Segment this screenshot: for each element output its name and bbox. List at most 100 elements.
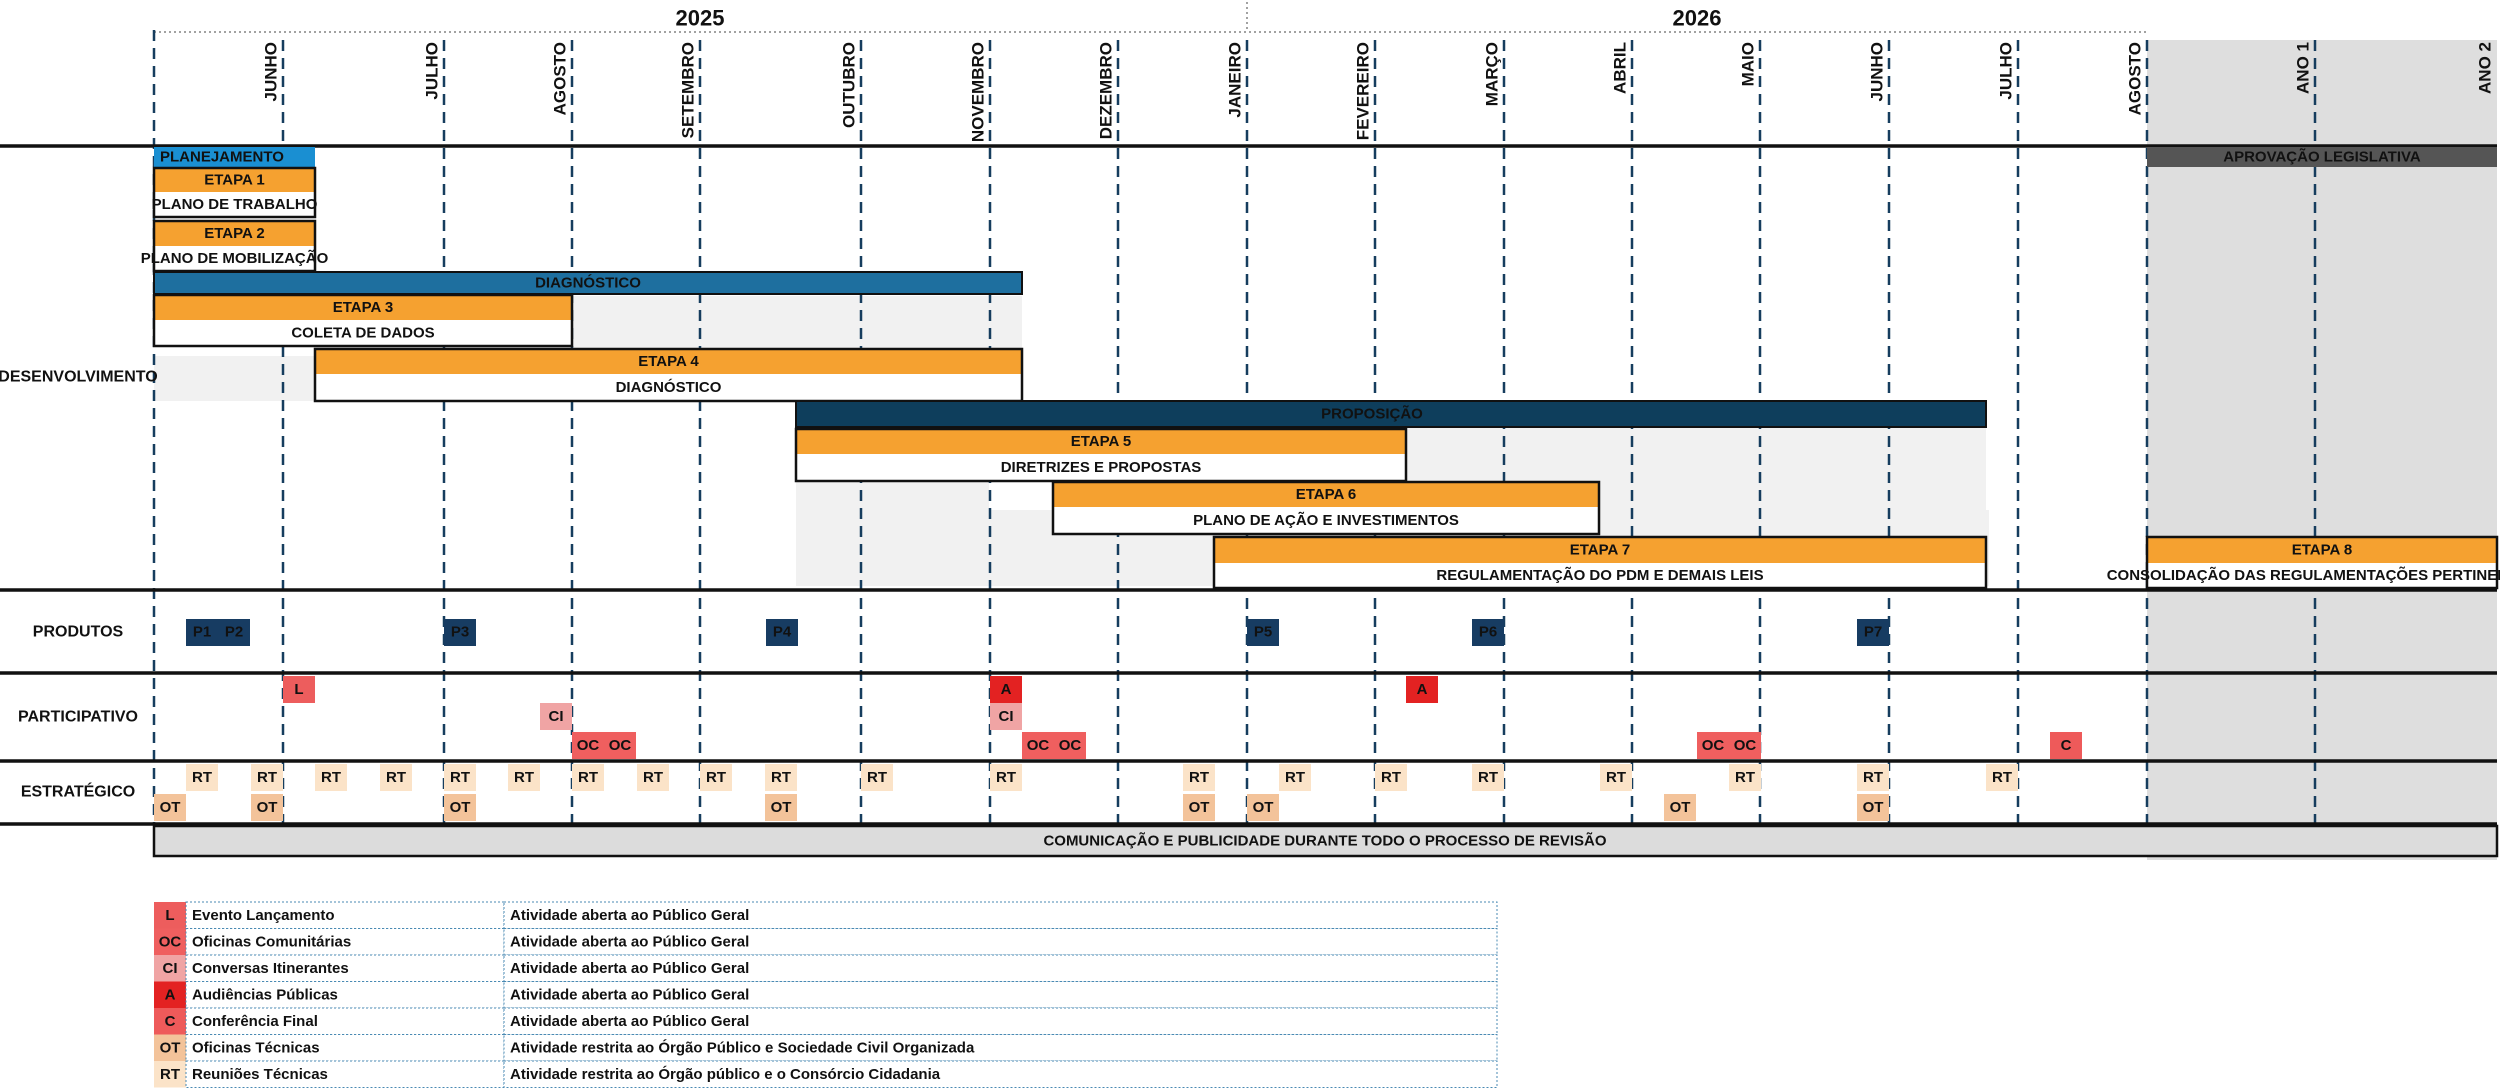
marker-label-rt: RT	[1285, 769, 1305, 786]
marker-a	[990, 676, 1022, 703]
etapa8-bar	[2145, 535, 2499, 590]
legend-name: Oficinas Técnicas	[192, 1039, 320, 1056]
stage-header	[315, 349, 1022, 374]
marker-label-rt: RT	[1735, 769, 1755, 786]
stage-body	[1053, 507, 1599, 534]
marker-l	[283, 676, 315, 703]
stage-border	[1051, 480, 1601, 536]
marker-ot	[444, 794, 476, 821]
marker-label-rt: RT	[514, 769, 534, 786]
marker-rt	[1986, 764, 2018, 791]
stage-title: ETAPA 2	[204, 225, 265, 242]
legend-swatch-l	[154, 902, 186, 929]
legend-description: Atividade aberta ao Público Geral	[510, 986, 749, 1003]
legend-name-cell	[185, 954, 505, 982]
stage-body	[154, 320, 572, 346]
marker-rt	[315, 764, 347, 791]
product-label: P3	[451, 624, 469, 641]
etapa3-bar	[152, 293, 574, 348]
marker-oc	[1054, 732, 1086, 759]
etapa2-bar	[152, 219, 317, 273]
marker-oc	[1022, 732, 1054, 759]
legend-desc-cell	[503, 928, 1498, 956]
marker-label-ot: OT	[160, 799, 181, 816]
marker-label-ot: OT	[1863, 799, 1884, 816]
marker-label-rt: RT	[1992, 769, 2012, 786]
stage-body	[154, 192, 315, 217]
marker-rt	[380, 764, 412, 791]
month-label: JUNHO	[262, 42, 281, 102]
planejamento-label: PLANEJAMENTO	[160, 149, 284, 166]
marker-label-rt: RT	[706, 769, 726, 786]
marker-label-rt: RT	[643, 769, 663, 786]
legend-desc-cell	[503, 981, 1498, 1009]
etapa7-bar	[1212, 535, 1988, 590]
stage-subtitle: DIRETRIZES E PROPOSTAS	[1001, 459, 1202, 476]
marker-label-rt: RT	[1606, 769, 1626, 786]
legend-desc-cell	[503, 901, 1498, 929]
stage-border	[152, 293, 574, 348]
legend-swatch-ot	[154, 1034, 186, 1061]
marker-ci	[540, 703, 572, 730]
legend-code: A	[165, 986, 176, 1003]
marker-label-rt: RT	[192, 769, 212, 786]
diagnostico-label: DIAGNÓSTICO	[535, 274, 641, 292]
marker-rt	[861, 764, 893, 791]
marker-ot	[251, 794, 283, 821]
marker-c	[2050, 732, 2082, 759]
stage-body	[2147, 563, 2497, 588]
stage-border	[152, 166, 317, 219]
legend-description: Atividade restrita ao Órgão público e o …	[510, 1065, 941, 1083]
legend-description: Atividade aberta ao Público Geral	[510, 960, 749, 977]
legend-name: Conferência Final	[192, 1013, 318, 1030]
legend-name: Reuniões Técnicas	[192, 1066, 328, 1083]
marker-ci	[990, 703, 1022, 730]
marker-ot	[1247, 794, 1279, 821]
marker-label-a: A	[1001, 681, 1012, 698]
legend-name: Evento Lançamento	[192, 907, 335, 924]
marker-label-rt: RT	[257, 769, 277, 786]
marker-label-oc: OC	[1059, 737, 1082, 754]
marker-label-ci: CI	[999, 708, 1014, 725]
year-after-label: ANO 1	[2294, 42, 2313, 94]
marker-label-rt: RT	[321, 769, 341, 786]
marker-rt	[637, 764, 669, 791]
stage-body	[796, 454, 1406, 481]
approval-period-area	[2147, 40, 2497, 860]
stage-title: ETAPA 7	[1570, 542, 1631, 559]
marker-rt	[251, 764, 283, 791]
marker-rt	[444, 764, 476, 791]
stage-body	[1214, 563, 1986, 588]
marker-rt	[1375, 764, 1407, 791]
marker-label-rt: RT	[996, 769, 1016, 786]
month-label: NOVEMBRO	[969, 42, 988, 142]
stage-subtitle: COLETA DE DADOS	[291, 325, 434, 342]
marker-label-oc: OC	[1027, 737, 1050, 754]
marker-label-ci: CI	[549, 708, 564, 725]
marker-ot	[1664, 794, 1696, 821]
legend-description: Atividade aberta ao Público Geral	[510, 1013, 749, 1030]
product-label: P5	[1254, 624, 1272, 641]
month-label: MAIO	[1739, 42, 1758, 86]
marker-label-oc: OC	[577, 737, 600, 754]
legend-name-cell	[185, 1034, 505, 1062]
legend-code: OC	[159, 933, 182, 950]
month-label: AGOSTO	[551, 42, 570, 115]
legend-name-cell	[185, 1060, 505, 1088]
legend-name: Oficinas Comunitárias	[192, 933, 351, 950]
year-after-label: ANO 2	[2476, 42, 2495, 94]
year-label: 2026	[1673, 6, 1722, 31]
marker-oc	[1697, 732, 1729, 759]
marker-rt	[1472, 764, 1504, 791]
stage-border	[2145, 535, 2499, 590]
row-label-participativo: PARTICIPATIVO	[18, 709, 138, 726]
month-label: DEZEMBRO	[1097, 42, 1116, 139]
legend-swatch-oc	[154, 928, 186, 955]
month-label: SETEMBRO	[679, 42, 698, 138]
month-label: AGOSTO	[2126, 42, 2145, 115]
stage-subtitle: PLANO DE TRABALHO	[152, 196, 318, 213]
marker-rt	[1729, 764, 1761, 791]
marker-label-ot: OT	[257, 799, 278, 816]
stage-header	[2147, 537, 2497, 563]
